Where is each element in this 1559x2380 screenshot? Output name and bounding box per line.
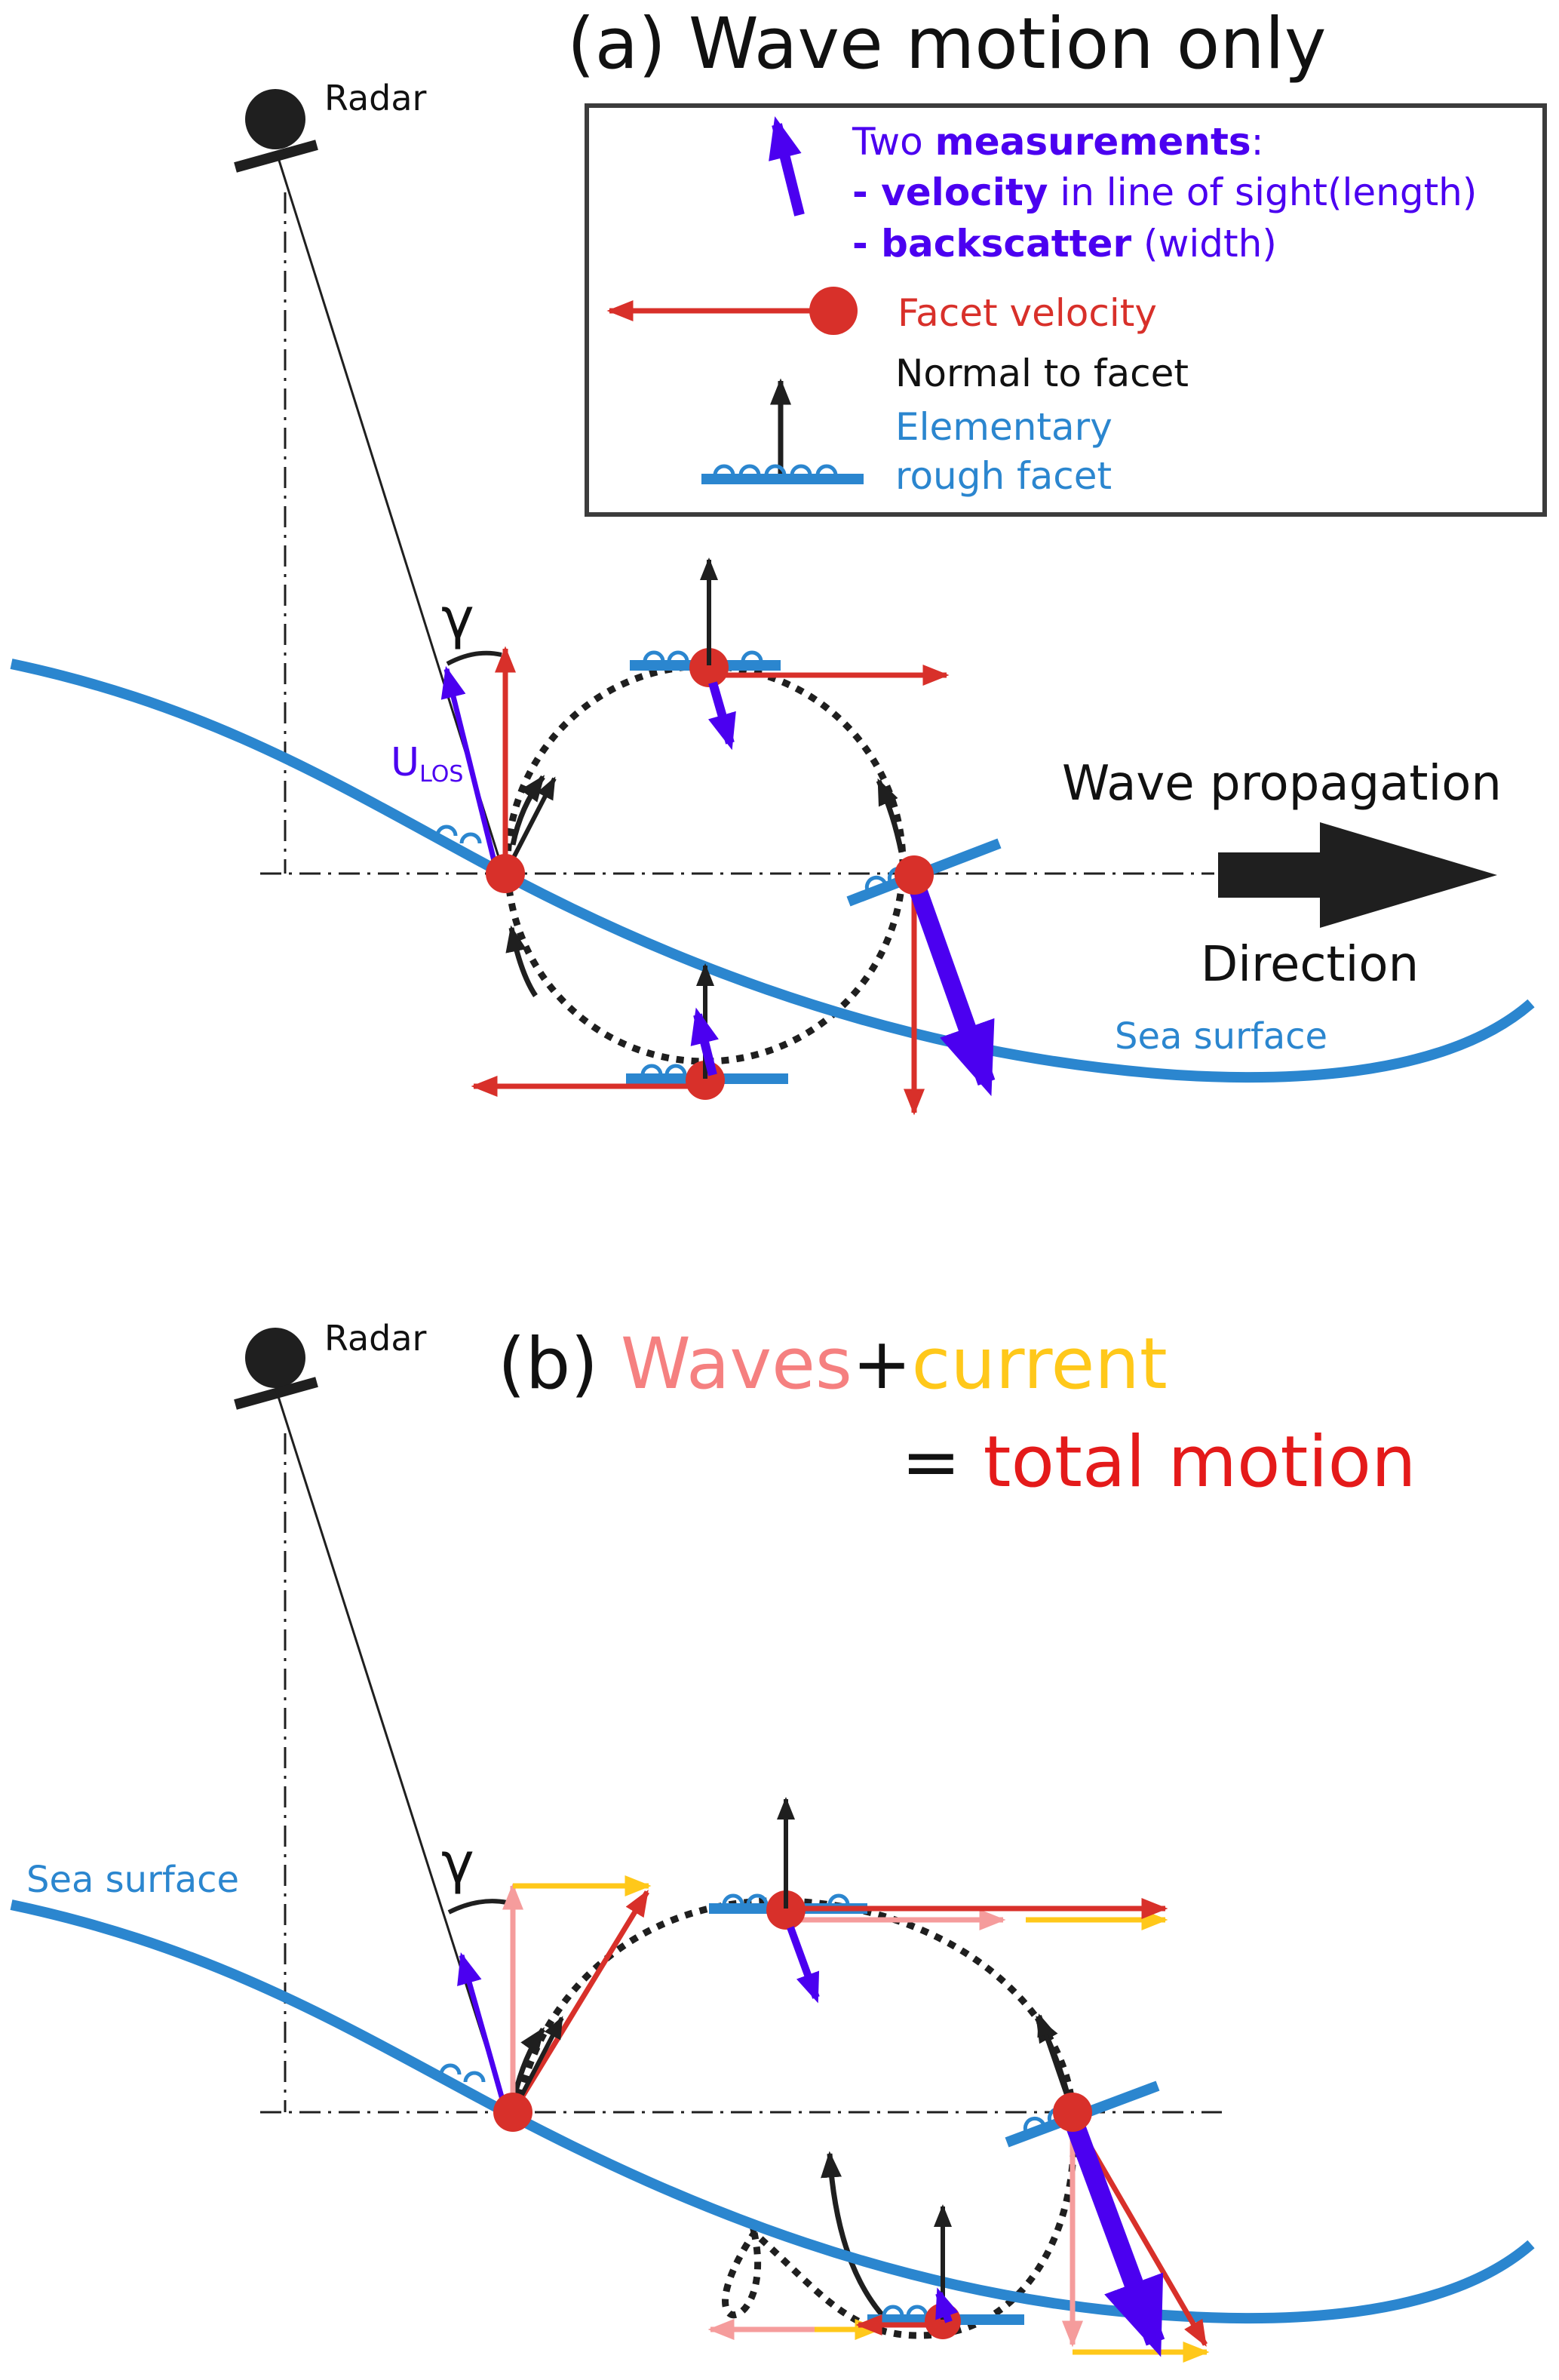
orbit-arrow-bl-b <box>821 2151 892 2326</box>
facet-left-a: ULOS <box>391 646 557 893</box>
legend-facet-velocity: Facet velocity <box>898 291 1157 335</box>
facet-bottom-b <box>707 2204 1024 2340</box>
panel-b: (b) Waves+current = total motion Radar γ… <box>10 1318 1535 2363</box>
measurement-right-b <box>1063 2114 1165 2357</box>
facet-dot-right-a <box>895 855 934 895</box>
legend-box: Two measurements: - velocity in line of … <box>585 103 1547 517</box>
ulos-label-a: ULOS <box>391 740 463 788</box>
sea-surface-label-b: Sea surface <box>26 1859 239 1901</box>
orbit-arrow-r-a <box>876 778 904 853</box>
direction-label: Direction <box>1201 937 1419 993</box>
facet-dot-left-b <box>493 2093 532 2132</box>
radar-b: Radar <box>234 1318 427 1410</box>
gamma-arc-a <box>446 650 502 666</box>
gamma-arc-b <box>447 1899 508 1915</box>
legend-rough-facet: rough facet <box>895 454 1112 498</box>
measurement-left-b <box>457 1952 507 2105</box>
facet-top-b <box>709 1797 1168 2004</box>
facet-dot-top-b <box>766 1890 806 1930</box>
facet-right-b <box>1005 2013 1210 2363</box>
orbit-arrow-bl-a <box>505 925 538 997</box>
sea-surface-label-a: Sea surface <box>1115 1015 1327 1058</box>
facet-left-b <box>439 1875 652 2132</box>
panel-a: (a) Wave motion only Two measurements: -… <box>10 3 1547 1116</box>
radar-label-b: Radar <box>324 1318 427 1359</box>
legend-rough-facet-icon <box>701 464 864 484</box>
panel-b-title: (b) Waves+current <box>498 1323 1168 1405</box>
sea-surface-curve-b <box>10 1899 1535 2324</box>
radar-dish-icon <box>245 89 305 149</box>
facet-right-a <box>846 838 1002 1116</box>
panel-b-title-line2: = total motion <box>901 1421 1416 1503</box>
facet-dot-right-b <box>1053 2093 1092 2132</box>
facet-top-a <box>630 557 950 751</box>
legend-facet-dot <box>809 287 858 335</box>
measurement-bottom-b <box>935 2287 959 2323</box>
measurement-top-a <box>707 681 736 751</box>
facet-dot-top-a <box>689 648 729 687</box>
orbit-arrow-tl-b <box>511 2027 545 2098</box>
measurement-right-a <box>905 875 996 1097</box>
legend-line2: - velocity in line of sight(length) <box>852 170 1477 214</box>
total-velocity-left-b <box>511 1890 649 2114</box>
gamma-a: γ <box>441 586 474 651</box>
propagation-arrow-icon <box>1218 822 1497 928</box>
panel-a-title: (a) Wave motion only <box>567 3 1327 85</box>
legend-measurement-arrow <box>769 116 805 217</box>
sea-surface-curve-a <box>10 659 1535 1083</box>
measurement-bottom-a <box>690 1007 719 1076</box>
measurement-top-b <box>787 1926 820 2004</box>
legend-normal-to-facet: Normal to facet <box>895 352 1189 395</box>
ulos-arrow-a <box>440 665 498 864</box>
radar-dish-icon-b <box>245 1328 305 1388</box>
facet-bottom-a <box>471 963 788 1100</box>
radar-label-a: Radar <box>324 78 427 118</box>
wave-propagation-label: Wave propagation <box>1062 756 1502 812</box>
legend-line3: - backscatter (width) <box>852 222 1277 266</box>
facet-dot-left-a <box>486 854 525 893</box>
radar-a: Radar <box>234 78 427 173</box>
line-of-sight-b <box>275 1389 508 2113</box>
gamma-b: γ <box>441 1831 474 1896</box>
legend-line1: Two measurements: <box>852 120 1263 164</box>
legend-elementary: Elementary <box>895 405 1112 449</box>
legend-frame <box>585 103 1547 517</box>
